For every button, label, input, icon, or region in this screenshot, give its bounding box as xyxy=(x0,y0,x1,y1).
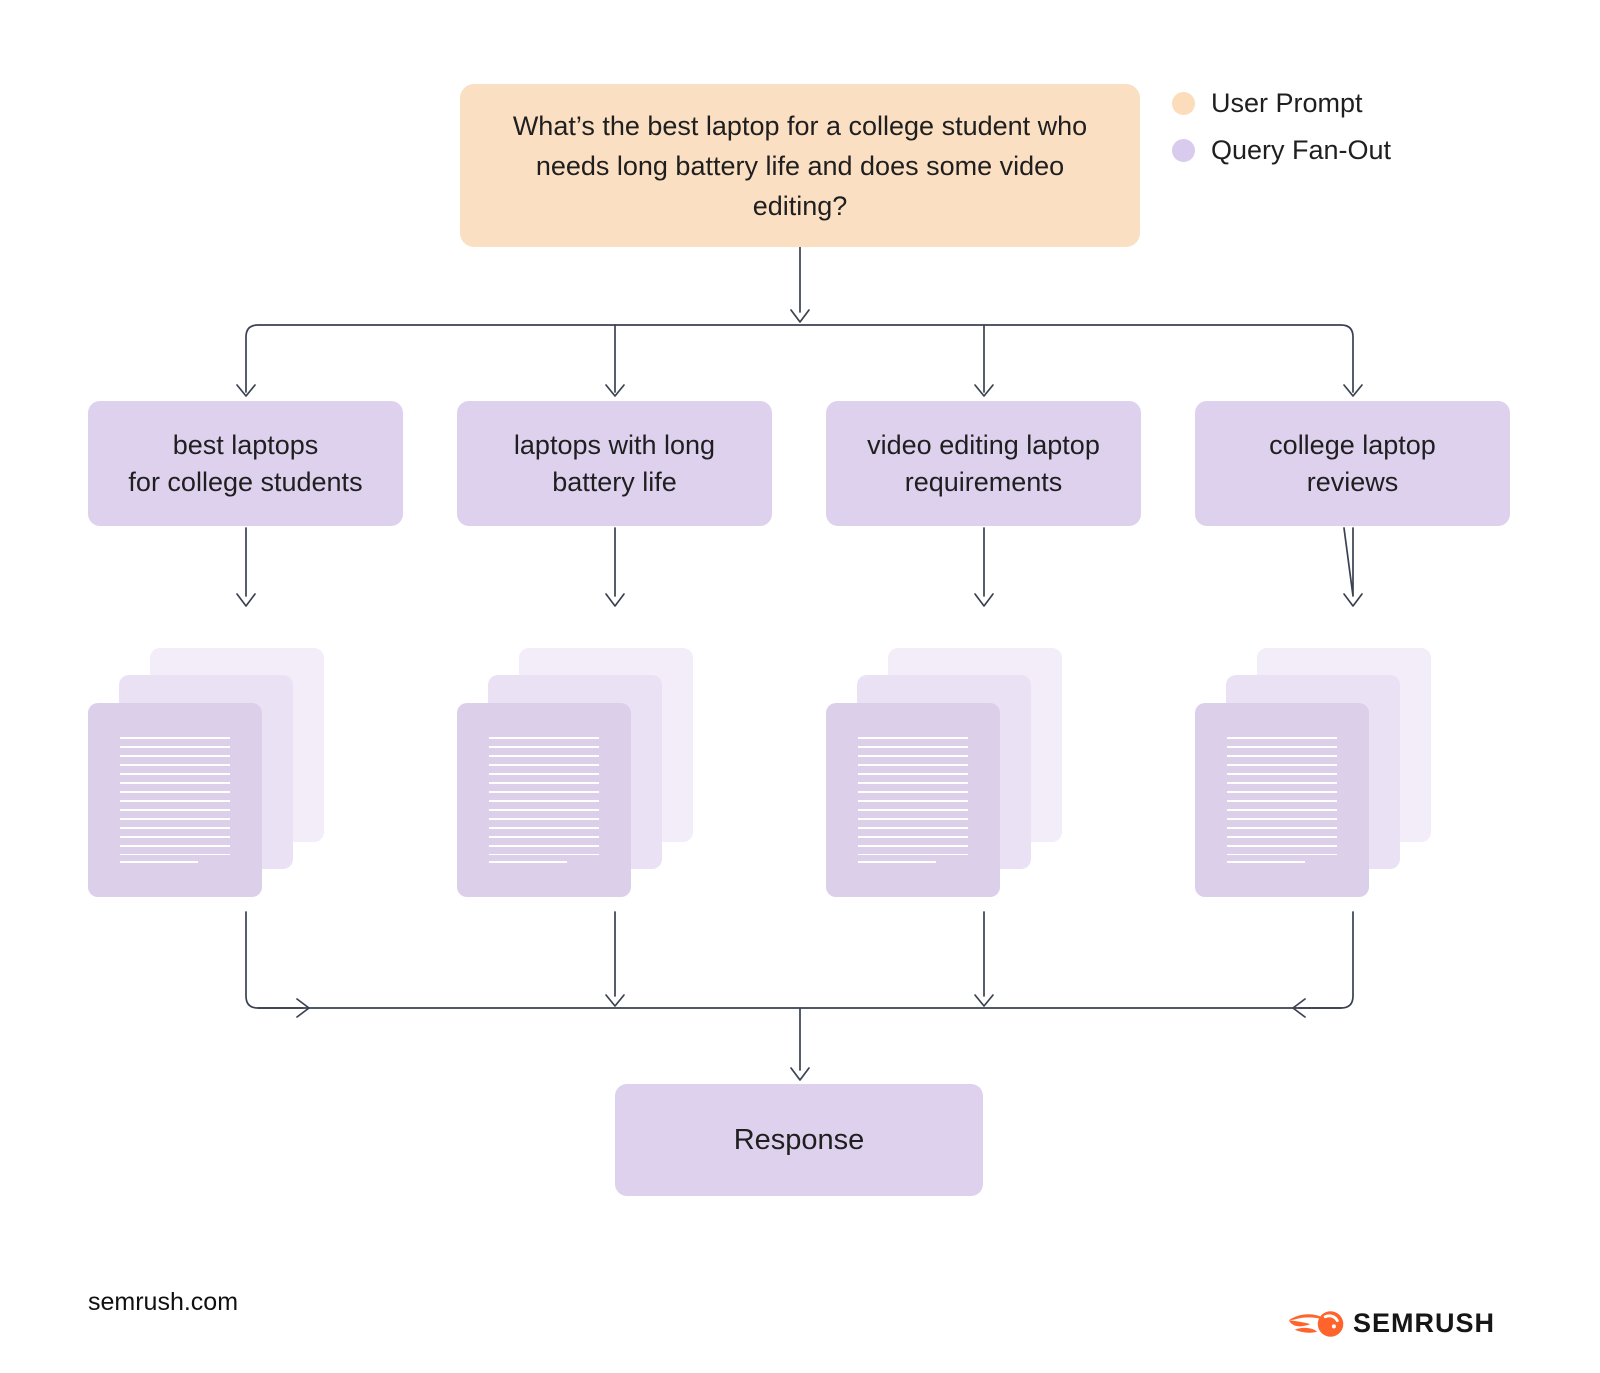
legend-item-user-prompt: User Prompt xyxy=(1172,88,1391,118)
user-prompt-box: What’s the best laptop for a college stu… xyxy=(460,84,1140,247)
legend: User Prompt Query Fan-Out xyxy=(1172,88,1392,184)
arrowhead-q4 xyxy=(1343,384,1363,397)
document-text-lastline xyxy=(489,861,567,863)
arrowhead-q3 xyxy=(974,384,994,397)
document-page-front-icon xyxy=(1195,703,1369,897)
site-url: semrush.com xyxy=(88,1288,239,1316)
document-text-lines xyxy=(489,737,599,855)
user-prompt-swatch-icon xyxy=(1172,92,1195,115)
document-stack xyxy=(88,648,324,897)
arrow-q2-to-docs xyxy=(605,527,625,607)
semrush-wordmark: SEMRUSH xyxy=(1353,1308,1496,1338)
query-box-long-battery: laptops with long battery life xyxy=(457,401,772,526)
query-box-best-laptops: best laptops for college students xyxy=(88,401,403,526)
response-box: Response xyxy=(615,1084,983,1196)
legend-label: User Prompt xyxy=(1211,88,1363,118)
document-page-front-icon xyxy=(826,703,1000,897)
merge-drop-3 xyxy=(974,911,994,1007)
arrowhead-q1 xyxy=(236,384,256,397)
arrow-to-response xyxy=(790,1007,810,1081)
document-text-lastline xyxy=(120,861,198,863)
merge-right xyxy=(1292,911,1354,1018)
merge-drop-2 xyxy=(605,911,625,1007)
legend-label: Query Fan-Out xyxy=(1211,135,1392,165)
document-text-lastline xyxy=(858,861,936,863)
merge-left xyxy=(245,911,310,1018)
semrush-logo: SEMRUSH xyxy=(1288,1308,1495,1339)
document-stack xyxy=(826,648,1062,897)
arrow-q1-to-docs xyxy=(236,527,256,607)
arrow-prompt-to-fanbar xyxy=(790,246,810,323)
legend-item-query-fanout: Query Fan-Out xyxy=(1172,135,1392,165)
document-text-lines xyxy=(1227,737,1337,855)
document-stack xyxy=(457,648,693,897)
document-page-front-icon xyxy=(457,703,631,897)
arrow-q3-to-docs xyxy=(974,527,994,607)
document-text-lines xyxy=(858,737,968,855)
fanbar xyxy=(245,324,1354,393)
document-text-lastline xyxy=(1227,861,1305,863)
document-stack xyxy=(1195,648,1431,897)
query-box-college-reviews: college laptop reviews xyxy=(1195,401,1510,526)
arrowhead-q2 xyxy=(605,384,625,397)
arrow-q4-to-docs xyxy=(1343,527,1363,607)
query-box-video-editing: video editing laptop requirements xyxy=(826,401,1141,526)
query-fanout-swatch-icon xyxy=(1172,139,1195,162)
semrush-fireball-icon xyxy=(1288,1310,1344,1337)
document-text-lines xyxy=(120,737,230,855)
document-page-front-icon xyxy=(88,703,262,897)
